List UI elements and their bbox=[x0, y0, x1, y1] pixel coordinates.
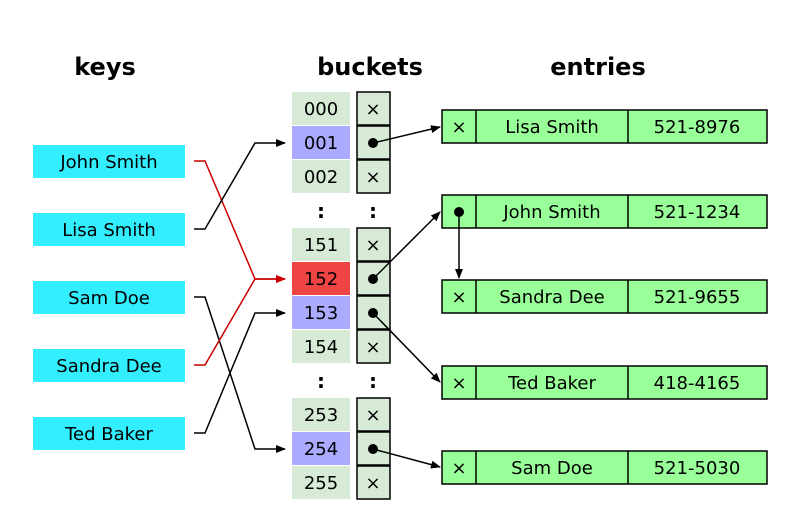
entry-name: Lisa Smith bbox=[505, 117, 599, 138]
buckets-column: 000 001 002 : : 151 152 153 154 : : 253 … bbox=[292, 92, 377, 499]
key-label: Lisa Smith bbox=[62, 220, 156, 241]
entry-box bbox=[441, 109, 768, 144]
key-box: John Smith bbox=[33, 145, 185, 178]
bucket-index-cell bbox=[292, 92, 350, 125]
bucket-index: 153 bbox=[304, 303, 338, 324]
entry-box bbox=[441, 279, 768, 314]
pointer-arrow bbox=[372, 312, 441, 383]
hash-arrow bbox=[194, 275, 286, 366]
key-label: John Smith bbox=[59, 152, 157, 173]
entry-phone: 418-4165 bbox=[654, 373, 741, 394]
key-box: Sam Doe bbox=[33, 281, 185, 314]
bucket-index: 253 bbox=[304, 405, 338, 426]
entry-box bbox=[441, 194, 768, 229]
bucket-index-cell bbox=[292, 296, 350, 329]
entry-name: Sam Doe bbox=[511, 458, 593, 479]
key-label: Sam Doe bbox=[68, 288, 150, 309]
pointer-arrow bbox=[372, 211, 441, 280]
key-box: Ted Baker bbox=[33, 417, 185, 450]
null-icon: × bbox=[451, 373, 466, 394]
bucket-index: 255 bbox=[304, 473, 338, 494]
entry-name: John Smith bbox=[502, 202, 600, 223]
ellipsis: : bbox=[369, 369, 377, 393]
entry-box bbox=[441, 450, 768, 485]
pointer-cell bbox=[356, 159, 391, 194]
null-icon: × bbox=[365, 235, 380, 256]
bucket-index: 002 bbox=[304, 167, 338, 188]
bucket-index-cell bbox=[292, 398, 350, 431]
key-label: Sandra Dee bbox=[56, 356, 161, 377]
entry-name: Sandra Dee bbox=[499, 287, 604, 308]
null-icon: × bbox=[365, 405, 380, 426]
null-icon: × bbox=[365, 337, 380, 358]
null-icon: × bbox=[451, 458, 466, 479]
pointer-cell bbox=[356, 227, 391, 262]
entries-column: × Lisa Smith 521-8976 John Smith 521-123… bbox=[441, 109, 768, 485]
bucket-index: 154 bbox=[304, 337, 338, 358]
bucket-index-cell bbox=[292, 126, 350, 159]
pointer-cell bbox=[356, 465, 391, 500]
entry-record bbox=[441, 450, 768, 485]
bucket-pointer-cells bbox=[356, 91, 391, 500]
hash-arrow bbox=[194, 160, 286, 283]
ellipsis: : bbox=[317, 199, 325, 223]
bucket-index-cell bbox=[292, 262, 350, 295]
bucket-index-cell bbox=[292, 466, 350, 499]
bucket-index: 254 bbox=[304, 439, 338, 460]
entry-record bbox=[441, 279, 768, 314]
bucket-index-cell bbox=[292, 432, 350, 465]
entry-phone: 521-5030 bbox=[654, 458, 741, 479]
entry-record bbox=[441, 109, 768, 144]
entry-phone: 521-1234 bbox=[654, 202, 741, 223]
bucket-index: 000 bbox=[304, 99, 338, 120]
pointer-cell bbox=[356, 397, 391, 432]
null-icon: × bbox=[365, 473, 380, 494]
bucket-to-entry-arrows bbox=[372, 125, 463, 469]
null-icon: × bbox=[451, 287, 466, 308]
keys-column: John Smith Lisa Smith Sam Doe Sandra Dee… bbox=[33, 145, 185, 450]
null-icon: × bbox=[451, 117, 466, 138]
key-box: Lisa Smith bbox=[33, 213, 185, 246]
ellipsis: : bbox=[317, 369, 325, 393]
null-icon: × bbox=[365, 99, 380, 120]
pointer-arrow bbox=[372, 125, 441, 144]
hash-arrow bbox=[194, 139, 286, 230]
bucket-index: 152 bbox=[304, 269, 338, 290]
entries-header: entries bbox=[550, 53, 645, 81]
bucket-index: 001 bbox=[304, 133, 338, 154]
key-box: Sandra Dee bbox=[33, 349, 185, 382]
pointer-cell bbox=[356, 329, 391, 364]
entry-phone: 521-9655 bbox=[654, 287, 741, 308]
entry-phone: 521-8976 bbox=[654, 117, 741, 138]
bucket-index: 151 bbox=[304, 235, 338, 256]
buckets-header: buckets bbox=[317, 53, 423, 81]
entry-record bbox=[441, 194, 768, 229]
ellipsis: : bbox=[369, 199, 377, 223]
key-label: Ted Baker bbox=[64, 424, 153, 445]
null-icon: × bbox=[365, 167, 380, 188]
entry-name: Ted Baker bbox=[507, 373, 596, 394]
hash-arrow bbox=[194, 309, 286, 434]
keys-header: keys bbox=[74, 53, 136, 81]
key-to-bucket-arrows bbox=[194, 139, 286, 453]
entry-box bbox=[441, 365, 768, 400]
bucket-index-cell bbox=[292, 228, 350, 261]
bucket-index-cell bbox=[292, 160, 350, 193]
pointer-cell bbox=[356, 91, 391, 126]
bucket-index-cell bbox=[292, 330, 350, 363]
entry-record bbox=[441, 365, 768, 400]
pointer-arrow bbox=[372, 448, 441, 469]
